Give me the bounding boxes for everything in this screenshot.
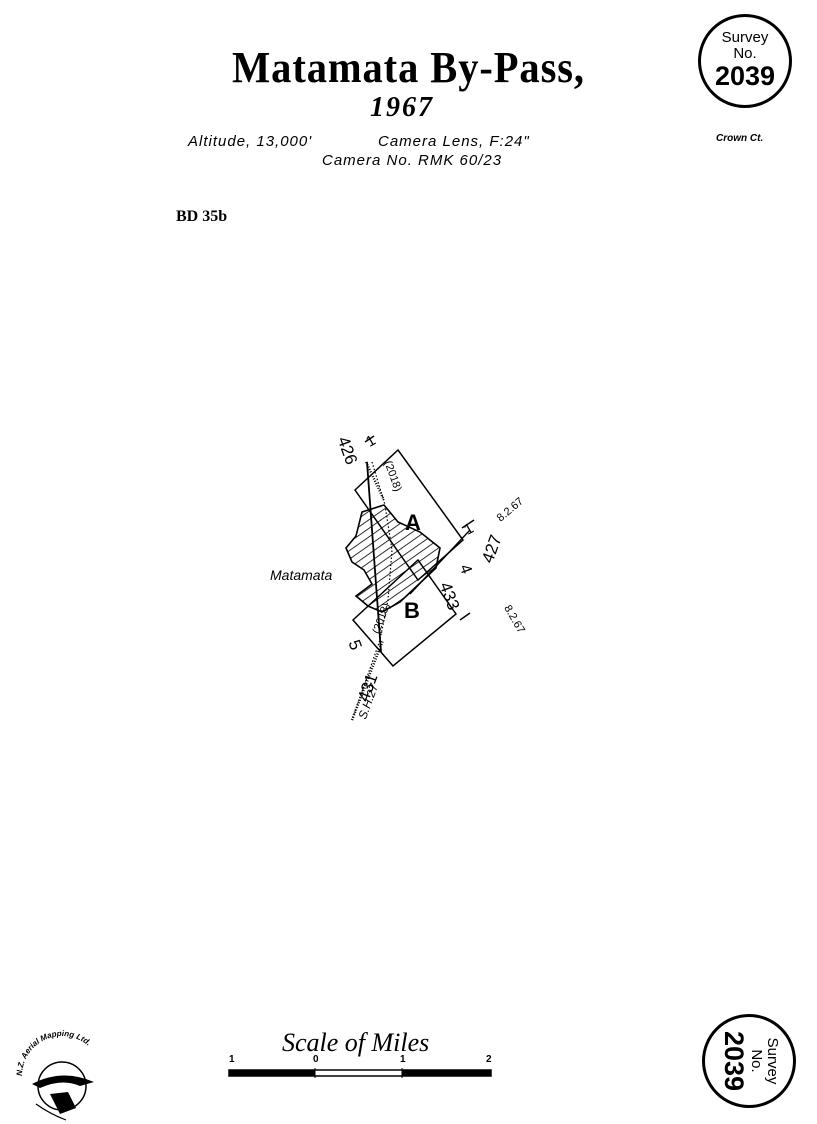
flight-ref-top: (2018) bbox=[382, 459, 404, 493]
date-top: 8.2.67 bbox=[495, 495, 526, 524]
run-line-427 bbox=[409, 529, 471, 595]
reference-code: BD 35b bbox=[176, 208, 228, 225]
survey-stamp-top: Survey No. 2039 bbox=[698, 14, 792, 108]
flight-line bbox=[366, 461, 382, 653]
scale-bar bbox=[228, 1068, 492, 1078]
camera-lens-note: Camera Lens, F:24" bbox=[378, 133, 530, 150]
logo-text: N.Z. Aerial Mapping Ltd. bbox=[15, 1029, 93, 1076]
aerial-mapping-logo: N.Z. Aerial Mapping Ltd. bbox=[15, 1029, 94, 1121]
scale-tick-0: 0 bbox=[313, 1054, 319, 1065]
run-number-426: 426 bbox=[334, 434, 362, 467]
town-area bbox=[345, 504, 441, 613]
svg-text:N.Z. Aerial Mapping Ltd.: N.Z. Aerial Mapping Ltd. bbox=[15, 1029, 93, 1076]
run-number-1: 1 bbox=[363, 432, 379, 451]
run-tick bbox=[461, 519, 475, 529]
map-title: Matamata By-Pass, bbox=[232, 43, 585, 92]
run-number-4: 4 bbox=[456, 562, 475, 576]
stamp-survey-label: Survey bbox=[721, 29, 769, 46]
scale-tick-2: 2 bbox=[486, 1054, 492, 1065]
railway-line bbox=[351, 461, 393, 721]
date-bottom: 8.2.67 bbox=[501, 603, 527, 635]
camera-number-note: Camera No. RMK 60/23 bbox=[322, 152, 503, 169]
stamp-no-label: No. bbox=[733, 45, 757, 62]
coverage-run-a bbox=[354, 448, 465, 582]
place-label: Matamata bbox=[270, 567, 332, 583]
run-label-b: B bbox=[404, 598, 420, 623]
state-highway bbox=[364, 461, 386, 501]
run-number-433: 433 bbox=[436, 579, 464, 612]
scale-tick-1-right: 1 bbox=[400, 1054, 406, 1065]
stamp-number: 2039 bbox=[714, 61, 776, 91]
run-number-5: 5 bbox=[345, 637, 366, 652]
run-number-427: 427 bbox=[478, 532, 506, 565]
scale-title: Scale of Miles bbox=[282, 1028, 430, 1057]
run-tick bbox=[364, 435, 375, 443]
run-tick bbox=[459, 612, 471, 621]
stamp-no-label: No. bbox=[748, 1049, 765, 1073]
crown-copyright: Crown Ct. bbox=[716, 133, 764, 144]
scale-tick-1: 1 bbox=[229, 1054, 235, 1065]
survey-stamp-bottom: Survey No. 2039 bbox=[702, 1014, 796, 1108]
coverage-run-b bbox=[351, 558, 458, 668]
run-label-a: A bbox=[405, 510, 421, 535]
altitude-note: Altitude, 13,000' bbox=[188, 133, 313, 150]
run-number-1b: 1 bbox=[461, 520, 477, 539]
stamp-survey-label: Survey bbox=[764, 1037, 781, 1085]
map-year: 1967 bbox=[370, 92, 434, 123]
stamp-number: 2039 bbox=[719, 1030, 749, 1092]
